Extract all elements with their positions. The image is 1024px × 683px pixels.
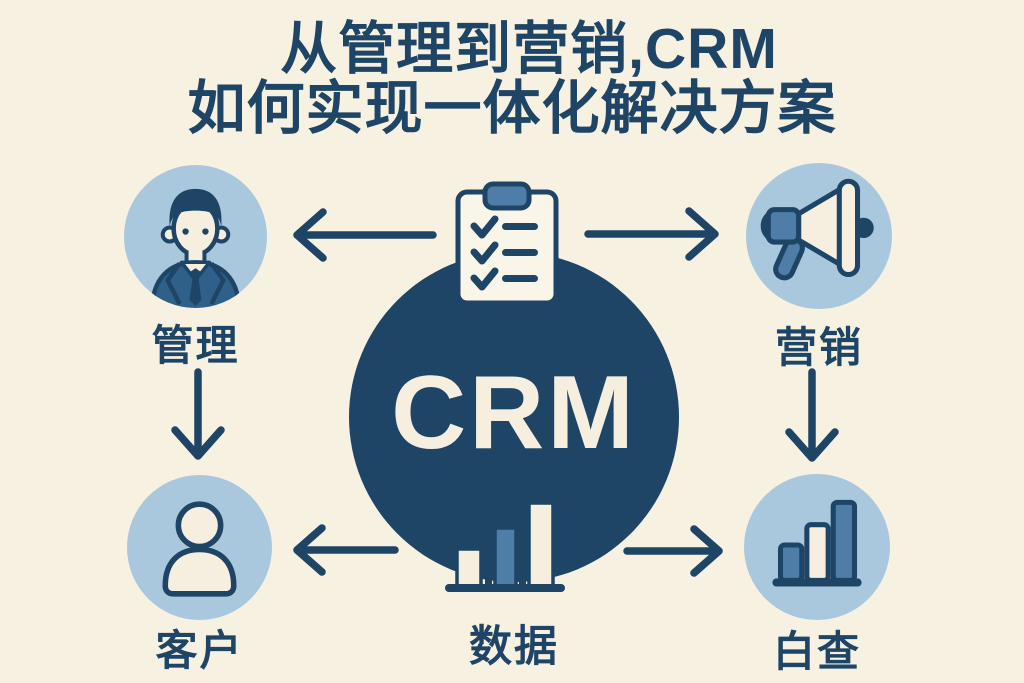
node-management xyxy=(124,165,267,308)
label-customer: 客户 xyxy=(155,627,244,674)
checklist-clipboard-icon xyxy=(455,181,559,306)
arrow-management-to-customer xyxy=(171,368,225,460)
label-data: 数据 xyxy=(469,623,559,671)
label-management: 管理 xyxy=(151,322,240,369)
data-bar-chart-icon xyxy=(445,501,565,592)
crm-label: CRM xyxy=(391,354,637,471)
node-audit xyxy=(744,474,890,620)
arrow-crm-to-marketing xyxy=(584,207,719,261)
ascending-bar-chart-icon xyxy=(772,499,862,587)
arrow-marketing-to-audit xyxy=(785,368,839,462)
person-outline-icon xyxy=(162,501,237,597)
label-audit: 白查 xyxy=(772,628,861,675)
arrow-crm-to-audit xyxy=(623,525,723,577)
node-marketing xyxy=(746,163,892,309)
title-line-2: 如何实现一体化解决方案 xyxy=(187,76,837,142)
title-line-1: 从管理到营销,CRM xyxy=(280,17,778,81)
page-title: 从管理到营销,CRM 如何实现一体化解决方案 xyxy=(0,17,1024,142)
label-marketing: 营销 xyxy=(774,324,863,371)
node-customer xyxy=(127,475,272,620)
megaphone-icon xyxy=(760,178,874,281)
manager-person-icon xyxy=(149,188,242,308)
arrow-crm-to-customer xyxy=(293,524,399,576)
arrow-crm-to-management xyxy=(293,208,437,262)
